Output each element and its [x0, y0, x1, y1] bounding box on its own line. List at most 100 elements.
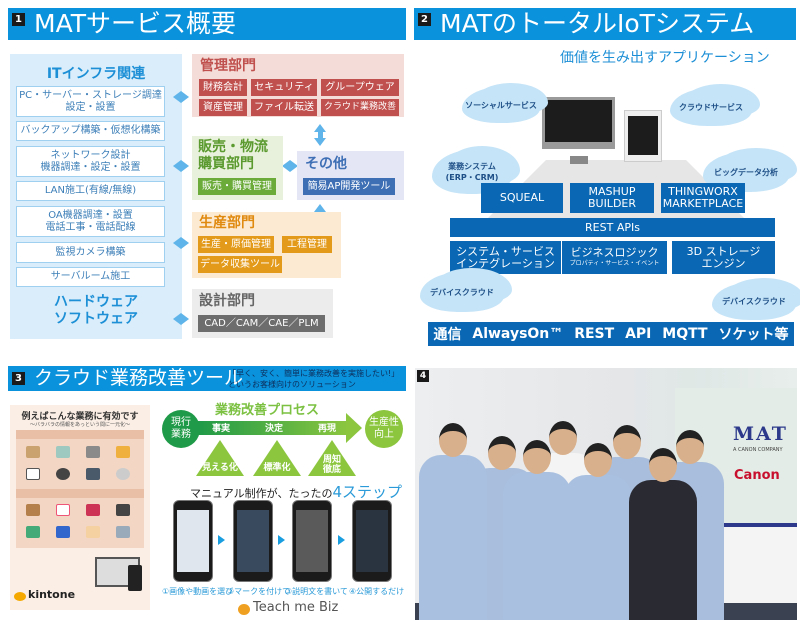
cloud-device: デバイスクラウド — [712, 282, 796, 320]
cloud-device: デバイスクラウド — [420, 272, 504, 312]
panel3-quote: 「早く、安く、簡単に業務改善を実施したい!」 というお客様向けのソリューション — [228, 369, 400, 389]
protocol: MQTT — [662, 326, 708, 342]
person-head — [439, 423, 467, 457]
panel3-title: クラウド業務改善ツール — [34, 367, 244, 389]
panel1-header: 1 MATサービス概要 — [8, 8, 406, 40]
steps-highlight: 4ステップ — [332, 483, 402, 501]
monitor-stand — [570, 156, 588, 164]
team-photo — [415, 368, 797, 620]
folder-icon — [26, 446, 40, 458]
tag: データ収集ツール — [198, 256, 282, 273]
sonota-dept: その他 簡易AP開発ツール — [297, 151, 404, 200]
person-head — [488, 436, 516, 470]
process-step: 決定 — [265, 424, 284, 434]
cloud-service: クラウドサービス — [670, 88, 752, 126]
person-head — [584, 443, 612, 477]
monitor-icon — [542, 97, 615, 149]
teachme-biz-logo: Teach me Biz — [253, 600, 339, 615]
document-icon — [86, 526, 100, 538]
double-arrow-icon — [167, 161, 195, 171]
phone-step-3 — [292, 500, 332, 582]
person — [564, 475, 632, 620]
panel3-header: 3 クラウド業務改善ツール — [8, 366, 406, 391]
tag: 販売・購買管理 — [198, 178, 276, 195]
hanbai-dept: 販売・物流 購買部門 販売・購買管理 — [192, 136, 283, 200]
person-head — [549, 421, 577, 455]
person-head — [613, 425, 641, 459]
process-step: 事実 — [212, 424, 231, 434]
sonota-title: その他 — [305, 156, 347, 172]
it-item: サーバルーム施工 — [16, 267, 165, 287]
calendar-icon — [26, 468, 40, 480]
kintone-poster: 例えばこんな業務に有効です 〜バラバラの情報をあっという間に一元化〜 kinto… — [10, 405, 150, 610]
info-icon — [116, 468, 130, 480]
it-item: PC・サーバー・ストレージ調達 設定・設置 — [16, 86, 165, 117]
kanri-dept: 管理部門 財務会計 セキュリティ グループウェア 資産管理 ファイル転送 クラウ… — [192, 54, 404, 117]
kintone-logo-icon — [14, 592, 26, 601]
hanbai-title: 販売・物流 購買部門 — [198, 139, 268, 172]
layer-label: ビジネスロジック — [570, 246, 659, 259]
process-title: 業務改善プロセス — [215, 403, 320, 418]
tag: 簡易AP開発ツール — [303, 178, 395, 195]
hw-sw-label: ハードウェア ソフトウェア — [54, 294, 138, 327]
play-arrow-icon — [338, 535, 350, 545]
play-arrow-icon — [218, 535, 230, 545]
app-mashup-builder: MASHUP BUILDER — [570, 183, 654, 213]
it-item: OA機器調達・設置 電話工事・電話配線 — [16, 206, 165, 237]
panel2-title: MATのトータルIoTシステム — [440, 9, 755, 38]
rest-apis-bar: REST APIs — [450, 218, 775, 237]
panel-number: 4 — [417, 370, 429, 382]
pillar-label: 標準化 — [263, 463, 291, 473]
pillar-triangle — [196, 440, 244, 476]
poster-icon-grid — [16, 430, 144, 548]
it-item: バックアップ構築・仮想化構築 — [16, 121, 165, 141]
protocol-bar: 通信 AlwaysOn™ REST API MQTT ソケット等 — [428, 322, 794, 346]
person — [503, 472, 571, 620]
person — [419, 455, 487, 620]
it-infra-title: ITインフラ関連 — [46, 66, 146, 82]
panel2-subtitle: 価値を生み出すアプリケーション — [560, 50, 770, 66]
layer-sublabel: プロパティ・サービス・イベント — [569, 260, 660, 267]
floppy-icon — [116, 504, 130, 516]
panel-number: 3 — [12, 372, 25, 385]
clock-icon — [56, 468, 70, 480]
phone-step-4 — [352, 500, 392, 582]
mat-sign-sub: A CANON COMPANY — [733, 447, 783, 453]
calculator-icon — [86, 446, 100, 458]
pillar-triangle — [253, 440, 301, 476]
it-item: ネットワーク設計 機器調達・設定・設置 — [16, 146, 165, 177]
tag: 資産管理 — [199, 99, 247, 116]
owl-logo-icon — [238, 604, 250, 615]
double-arrow-icon — [167, 238, 195, 248]
play-arrow-icon — [278, 535, 290, 545]
layer-business-logic: ビジネスロジック プロパティ・サービス・イベント — [562, 241, 667, 274]
steps-title: マニュアル制作が、たったの4ステップ — [190, 481, 402, 502]
step-caption: ②マークを付けて — [227, 587, 291, 596]
panel-number: 2 — [418, 13, 431, 26]
mat-sign: MAT — [733, 423, 788, 445]
kintone-logo: kintone — [28, 588, 76, 601]
vertical-double-arrow-icon — [314, 118, 326, 152]
tag: ファイル転送 — [251, 99, 317, 116]
double-arrow-icon — [167, 314, 195, 324]
step-caption: ④公開するだけ — [349, 587, 405, 596]
it-item: LAN施工(有線/無線) — [16, 181, 165, 201]
seisan-dept: 生産部門 生産・原価管理 工程管理 データ収集ツール — [192, 212, 341, 278]
protocol: AlwaysOn™ — [472, 326, 564, 342]
person-head — [649, 448, 677, 482]
layer-integration: システム・サービス インテグレーション — [450, 241, 561, 274]
panel1-title: MATサービス概要 — [34, 9, 237, 38]
step-caption: ①画像や動画を選び — [162, 587, 234, 596]
board-icon — [26, 526, 40, 538]
app-squeal: SQUEAL — [481, 183, 563, 213]
phone-icon — [128, 565, 142, 591]
step-caption: ③説明文を書いて — [285, 587, 348, 596]
network-icon — [116, 526, 130, 538]
person — [629, 480, 697, 620]
pillar-triangle — [308, 440, 356, 476]
tag: セキュリティ — [251, 79, 317, 96]
panel-number: 1 — [12, 13, 25, 26]
pillar-label: 周知 徹底 — [322, 455, 341, 475]
current-business-circle: 現行 業務 — [162, 410, 200, 448]
tag: 工程管理 — [282, 236, 332, 253]
